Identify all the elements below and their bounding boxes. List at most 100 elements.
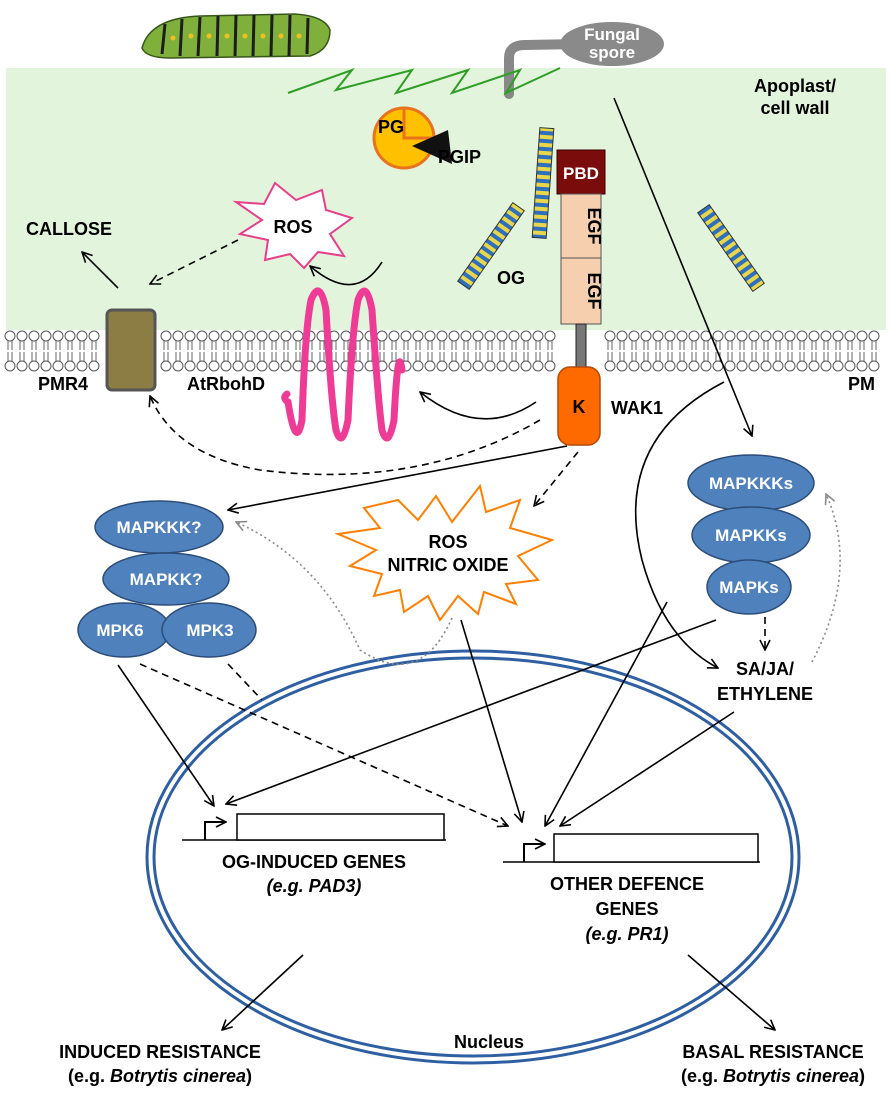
lipid-tail — [451, 341, 457, 350]
lipid-tail — [295, 352, 301, 361]
lipid-head — [748, 330, 760, 342]
lipid-tail — [7, 352, 13, 361]
kinase-domain — [557, 366, 601, 446]
lipid-head — [160, 330, 172, 342]
lipid-head — [832, 360, 844, 372]
lipid-tail — [739, 341, 745, 350]
lipid-head — [4, 330, 16, 342]
lipid-tail — [691, 352, 697, 361]
lipid-head — [28, 330, 40, 342]
lipid-tail — [7, 341, 13, 350]
lipid-head — [640, 360, 652, 372]
lipid-tail — [343, 341, 349, 350]
lipid-tail — [31, 341, 37, 350]
lipid-tail — [871, 341, 877, 350]
lipid-tail — [535, 352, 541, 361]
lipid-tail — [679, 341, 685, 350]
lipid-tail — [763, 352, 769, 361]
lipid-head — [280, 360, 292, 372]
lipid-tail — [211, 352, 217, 361]
lipid-tail — [619, 341, 625, 350]
lipid-tail — [295, 341, 301, 350]
lipid-head — [760, 330, 772, 342]
lipid-tail — [547, 352, 553, 361]
lipid-tail — [667, 341, 673, 350]
mapks-label: MAPKs — [719, 578, 779, 597]
mapkkk-q-label: MAPKKK? — [117, 518, 202, 537]
lipid-head — [496, 360, 508, 372]
lipid-tail — [799, 352, 805, 361]
lipid-head — [436, 330, 448, 342]
pm-label: PM — [848, 374, 875, 394]
lipid-head — [256, 360, 268, 372]
lipid-tail — [223, 352, 229, 361]
lipid-tail — [199, 341, 205, 350]
lipid-head — [64, 330, 76, 342]
lipid-tail — [391, 352, 397, 361]
lipid-tail — [727, 341, 733, 350]
lipid-tail — [475, 352, 481, 361]
atrbohd-protein — [281, 287, 406, 442]
lipid-tail — [643, 341, 649, 350]
lipid-head — [76, 330, 88, 342]
lipid-tail — [343, 352, 349, 361]
lipid-tail — [367, 352, 373, 361]
arrow-wak1-to-ros-no — [534, 451, 579, 506]
lipid-head — [532, 360, 544, 372]
lipid-tail — [55, 341, 61, 350]
arrow-wak1-to-pmr4 — [150, 396, 541, 476]
lipid-tail — [427, 341, 433, 350]
nucleus-label: Nucleus — [454, 1032, 524, 1052]
lipid-tail — [283, 352, 289, 361]
lipid-tail — [403, 341, 409, 350]
lipid-head — [196, 330, 208, 342]
arrow-mapks-to-other-genes — [545, 601, 668, 826]
ros-nitric-oxide-burst — [334, 483, 555, 622]
lipid-head — [652, 330, 664, 342]
arrow-spore-to-mapkkks — [613, 97, 752, 436]
lipid-head — [424, 360, 436, 372]
lipid-head — [484, 330, 496, 342]
lipid-head — [268, 330, 280, 342]
og-fragment-1 — [457, 201, 525, 291]
lipid-tail — [43, 341, 49, 350]
lipid-tail — [775, 352, 781, 361]
arrow-wak1-to-atrbohd — [420, 392, 537, 420]
basal-resistance-example: (e.g. Botrytis cinerea) — [681, 1066, 865, 1086]
sa-ja-label-1: SA/JA/ — [736, 659, 794, 679]
lipid-head — [448, 330, 460, 342]
lipid-tail — [871, 352, 877, 361]
lipid-tail — [751, 341, 757, 350]
lipid-head — [52, 360, 64, 372]
lipid-tail — [655, 341, 661, 350]
lipid-head — [544, 330, 556, 342]
lipid-tail — [499, 352, 505, 361]
pg-label: PG — [378, 117, 404, 137]
lipid-tail — [187, 352, 193, 361]
lipid-head — [784, 360, 796, 372]
lipid-head — [40, 360, 52, 372]
lipid-head — [820, 360, 832, 372]
ros-burst-top — [232, 181, 355, 270]
lipid-tail — [607, 341, 613, 350]
fungal-spore-label-1: Fungal — [584, 25, 640, 44]
nucleus-outer-membrane — [145, 649, 801, 1065]
lipid-tail — [19, 352, 25, 361]
lipid-head — [808, 360, 820, 372]
lipid-head — [640, 330, 652, 342]
pbd-label: PBD — [563, 164, 599, 183]
other-genes-label-1: OTHER DEFENCE — [550, 874, 704, 894]
apoplast-label-2: cell wall — [760, 98, 829, 118]
lipid-head — [772, 360, 784, 372]
lipid-head — [160, 360, 172, 372]
lipid-head — [736, 330, 748, 342]
lipid-head — [796, 330, 808, 342]
lipid-tail — [259, 341, 265, 350]
cell-wall-damage-zigzag — [287, 67, 561, 96]
sa-ja-label-2: ETHYLENE — [717, 684, 813, 704]
lipid-head — [868, 330, 880, 342]
egf-domain-1 — [560, 193, 602, 259]
og-genes-label: OG-INDUCED GENES — [222, 852, 406, 872]
lipid-head — [676, 360, 688, 372]
